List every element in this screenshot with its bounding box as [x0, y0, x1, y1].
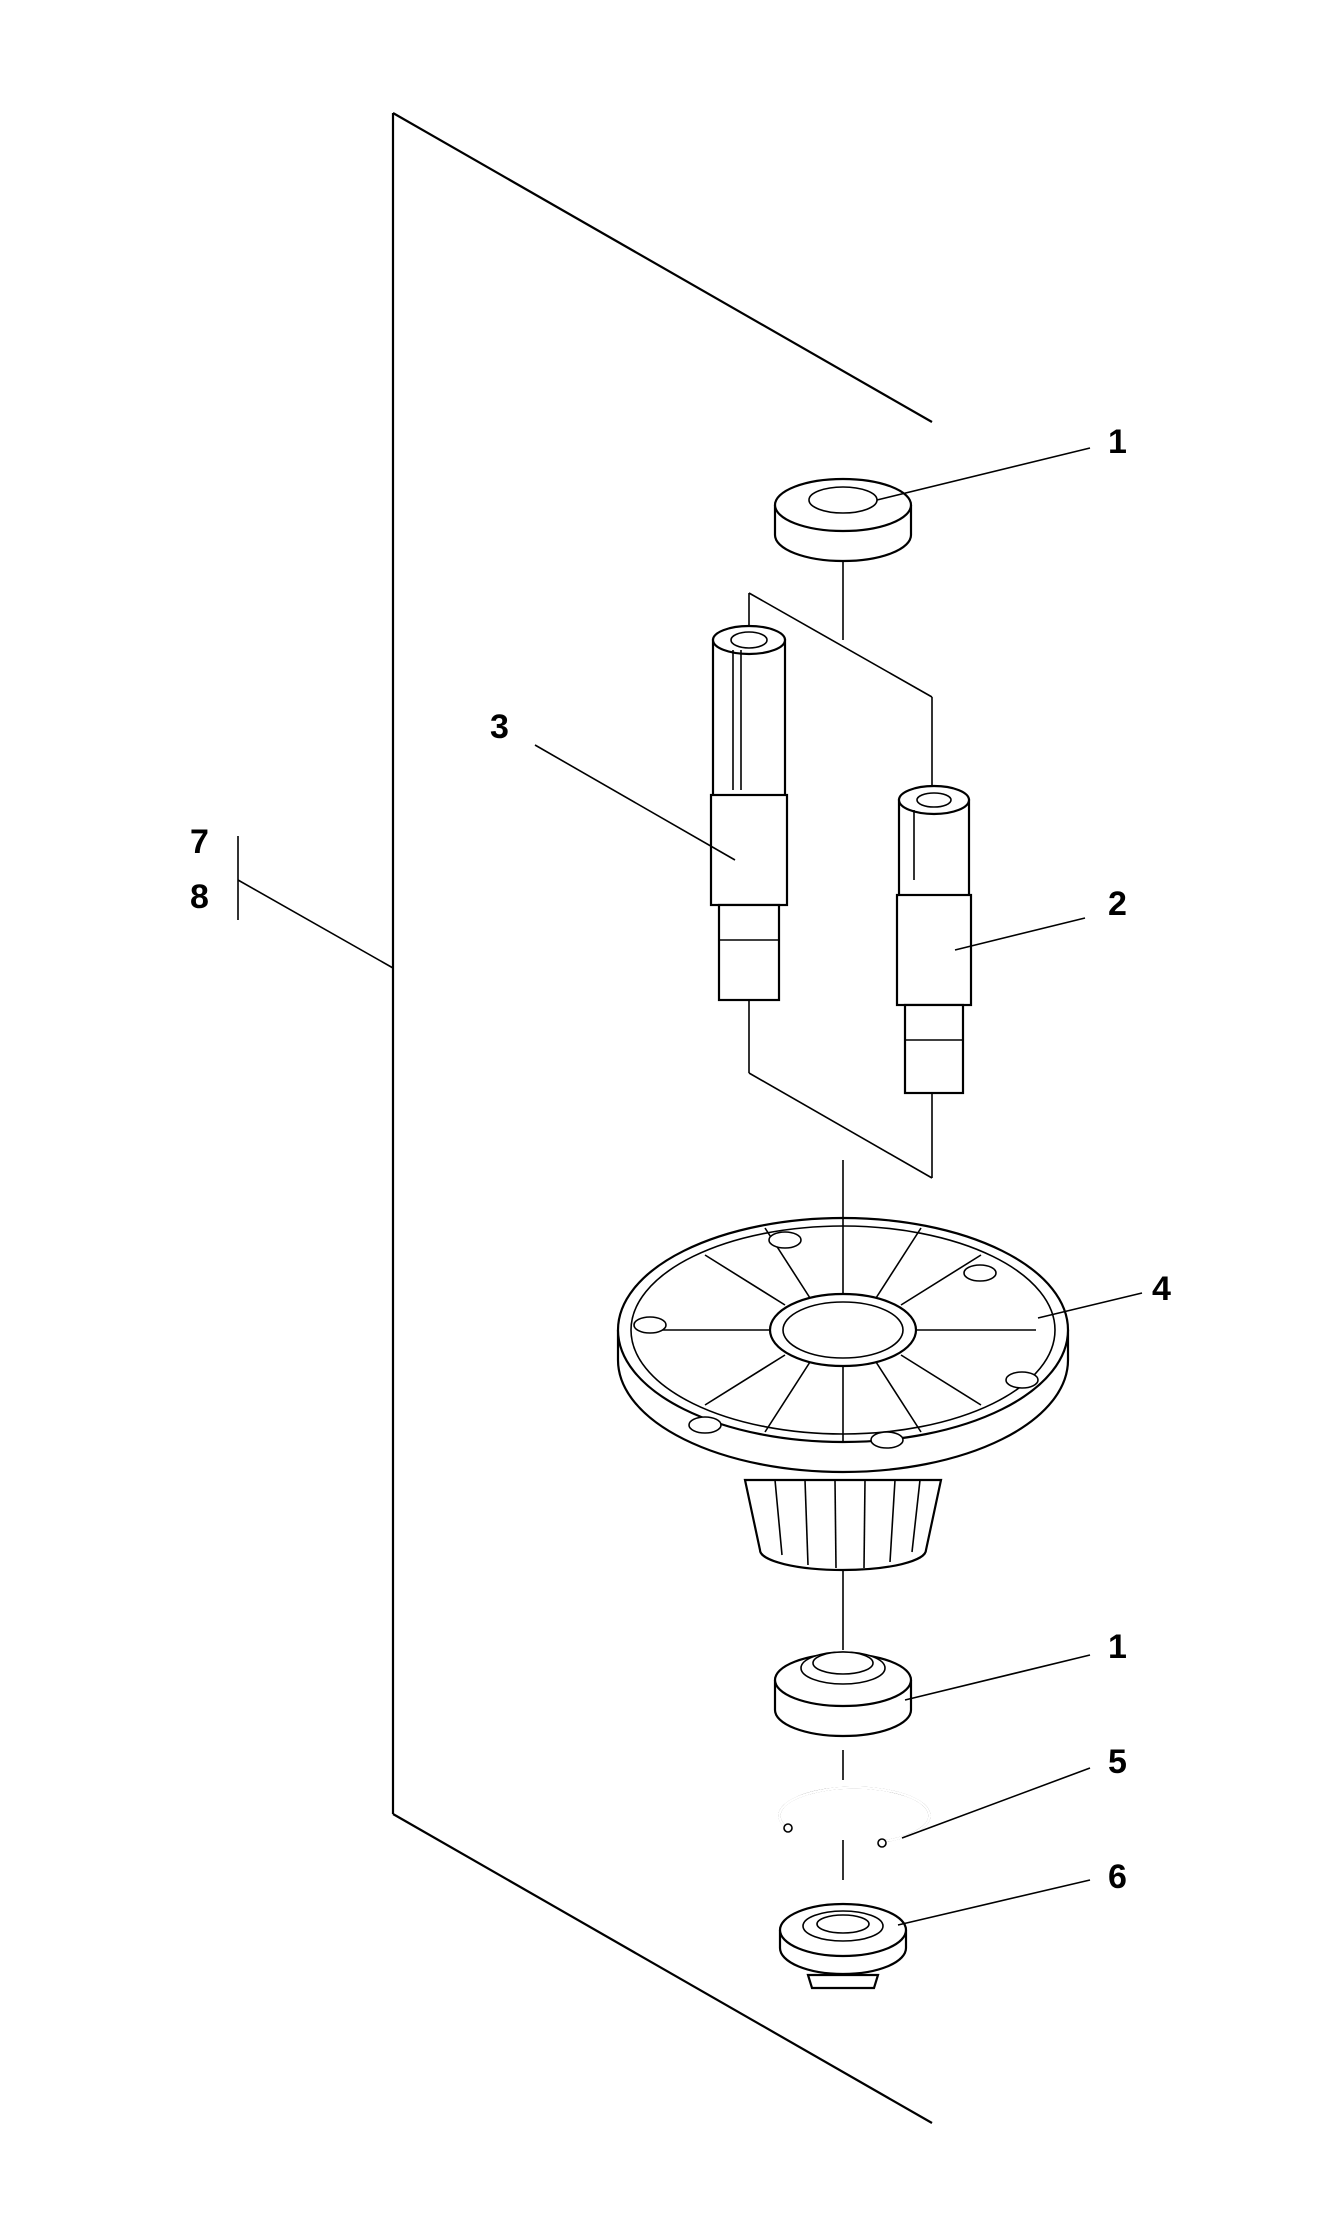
leader-lines: [237, 447, 1143, 1926]
callout-2: 2: [1108, 885, 1127, 923]
callout-6: 6: [1108, 1858, 1127, 1896]
callout-7: 7: [190, 823, 209, 861]
pin-group-frame: [748, 592, 933, 1179]
pin-part-3: [709, 624, 789, 1002]
callout-3: 3: [490, 708, 509, 746]
bearing-bottom: [773, 1651, 913, 1738]
retaining-ring: [778, 1786, 931, 1848]
callout-4: 4: [1152, 1270, 1171, 1308]
callout-8: 8: [190, 878, 209, 916]
callout-1-bottom: 1: [1108, 1628, 1127, 1666]
assembly-bracket: [391, 112, 933, 2124]
flange-nut: [778, 1902, 908, 1990]
pin-part-2: [895, 784, 973, 1095]
callout-1-top: 1: [1108, 423, 1127, 461]
spindle-housing: [616, 1216, 1070, 1572]
bearing-top: [773, 477, 913, 563]
callout-5: 5: [1108, 1743, 1127, 1781]
